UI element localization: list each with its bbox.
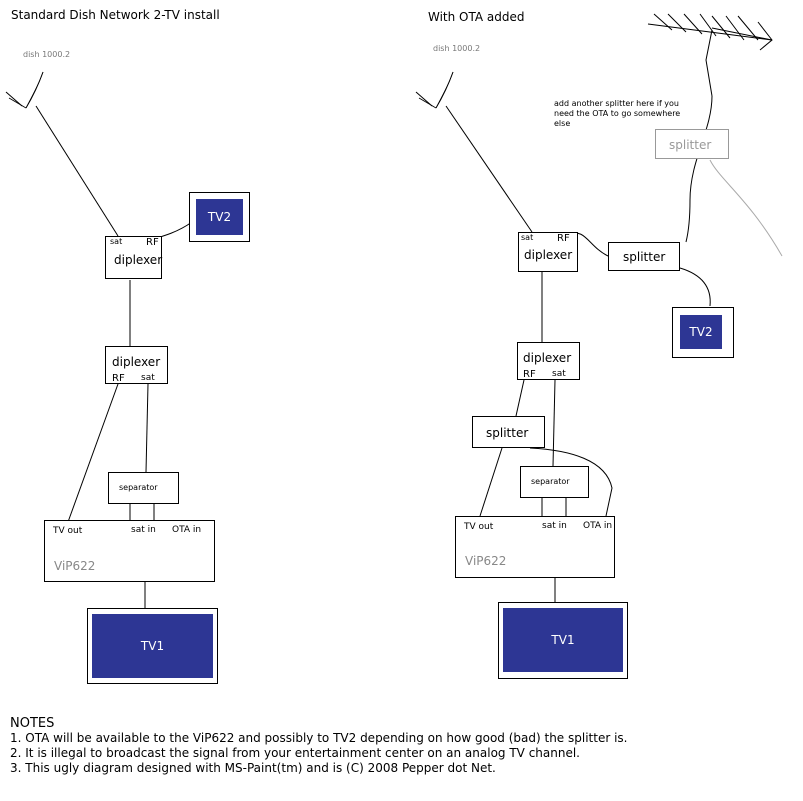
note-item: 1. OTA will be available to the ViP622 a… [10, 731, 628, 745]
left-dish-label: dish 1000.2 [23, 50, 71, 59]
right-receiver-model: ViP622 [465, 554, 507, 568]
right-splitter-bottom-label: splitter [486, 426, 529, 440]
right-splitter-top: splitter [608, 242, 680, 271]
right-splitter-to-receiver-cable [479, 447, 503, 517]
note-item: 3. This ugly diagram designed with MS-Pa… [10, 761, 496, 775]
right-diplexer-top-sat-port: sat [521, 233, 534, 242]
right-tv1-label: TV1 [503, 608, 623, 672]
right-dish-label: dish 1000.2 [433, 44, 481, 53]
left-tv2: TV2 [189, 192, 250, 242]
left-title: Standard Dish Network 2-TV install [11, 8, 220, 22]
right-tv1: TV1 [498, 602, 628, 679]
right-splitter-note: add another splitter here if you need th… [554, 99, 681, 128]
left-separator: separator [108, 472, 179, 504]
left-diplexer-bottom: diplexer RF sat [105, 346, 168, 384]
left-sat-to-separator-cable [145, 383, 149, 473]
optional-branch-cable [709, 159, 783, 257]
right-splitter-top-label: splitter [623, 250, 666, 264]
right-diplexer-top-rf-port: RF [557, 233, 570, 244]
right-splitter-to-ota-cable [529, 447, 613, 517]
left-diplexer-bottom-label: diplexer [112, 355, 161, 369]
left-receiver-sat-in: sat in [131, 525, 156, 535]
right-receiver-ota-in: OTA in [583, 521, 613, 531]
left-dish-icon [5, 71, 44, 109]
notes-heading: NOTES [10, 716, 55, 731]
right-separator: separator [520, 466, 589, 498]
left-receiver: TV out sat in OTA in ViP622 [44, 520, 215, 582]
left-diplexer-top-label: diplexer [114, 253, 163, 267]
right-tv2-label: TV2 [680, 315, 722, 349]
right-tv2: TV2 [672, 307, 734, 358]
right-diplexer-bottom-sat-port: sat [552, 369, 566, 379]
splitter-to-tv2-cable [679, 267, 711, 307]
left-rf-to-receiver-cable [67, 383, 119, 523]
right-title: With OTA added [428, 10, 525, 24]
notes-section: NOTES 1. OTA will be available to the Vi… [10, 716, 627, 776]
left-tv1-label: TV1 [92, 614, 213, 678]
left-receiver-tv-out: TV out [53, 526, 83, 536]
right-dish-icon [415, 71, 454, 109]
left-separator-legs [129, 504, 155, 520]
right-splitter-bottom: splitter [472, 416, 545, 448]
right-dish-to-diplexer-cable [445, 105, 533, 233]
right-diplexer-bottom-rf-port: RF [523, 369, 536, 380]
right-diplexer-bottom: diplexer RF sat [517, 342, 580, 380]
right-receiver-tv-out: TV out [464, 522, 494, 532]
left-diplexer-top-sat-port: sat [110, 237, 123, 246]
left-tv1: TV1 [87, 608, 218, 684]
antenna-icon [647, 13, 773, 97]
right-optional-splitter-label: splitter [669, 138, 712, 152]
right-optional-splitter: splitter [655, 129, 729, 159]
left-separator-label: separator [119, 483, 158, 492]
left-dish-to-diplexer-cable [35, 105, 119, 237]
right-diplexer-top-label: diplexer [524, 248, 573, 262]
left-diplexer-top: sat RF diplexer [105, 236, 162, 279]
right-receiver: TV out sat in OTA in ViP622 [455, 516, 615, 578]
left-receiver-model: ViP622 [54, 559, 96, 573]
right-diplexer-bottom-label: diplexer [523, 351, 572, 365]
right-separator-legs [541, 498, 567, 516]
right-rf-to-splitter-cable [515, 379, 525, 417]
right-sat-to-separator-cable [552, 379, 556, 467]
left-diplexer-bottom-rf-port: RF [112, 373, 125, 384]
left-receiver-ota-in: OTA in [172, 525, 202, 535]
right-separator-label: separator [531, 477, 570, 486]
right-receiver-sat-in: sat in [542, 521, 567, 531]
left-diplexer-bottom-sat-port: sat [141, 373, 155, 383]
antenna-to-splitter-cable [685, 95, 713, 243]
left-diplexer-top-rf-port: RF [146, 237, 159, 248]
left-tv2-label: TV2 [196, 199, 243, 235]
note-item: 2. It is illegal to broadcast the signal… [10, 746, 580, 760]
right-diplexer-top: sat RF diplexer [518, 232, 578, 272]
